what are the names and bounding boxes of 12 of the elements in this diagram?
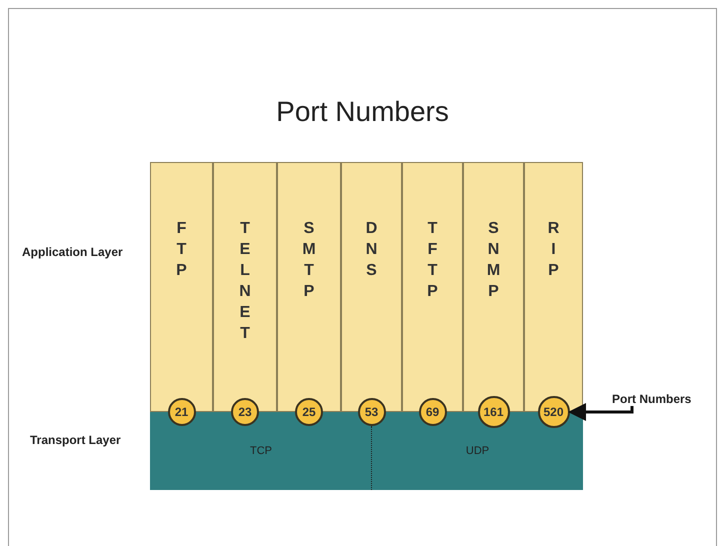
protocol-name: RIP bbox=[546, 219, 560, 281]
protocol-name: SMTP bbox=[302, 219, 316, 302]
arrow bbox=[568, 403, 634, 421]
callout-text: Port Numbers bbox=[612, 392, 692, 406]
protocol-name: TELNET bbox=[238, 219, 252, 344]
protocol-name: TFTP bbox=[426, 219, 439, 302]
protocol-name: FTP bbox=[175, 219, 188, 281]
protocol-name: SNMP bbox=[486, 219, 500, 302]
title: Port Numbers bbox=[275, 96, 450, 128]
layer-label: Application Layer bbox=[22, 245, 123, 259]
protocol-name: DNS bbox=[364, 219, 378, 281]
layer-label: Transport Layer bbox=[30, 433, 121, 447]
